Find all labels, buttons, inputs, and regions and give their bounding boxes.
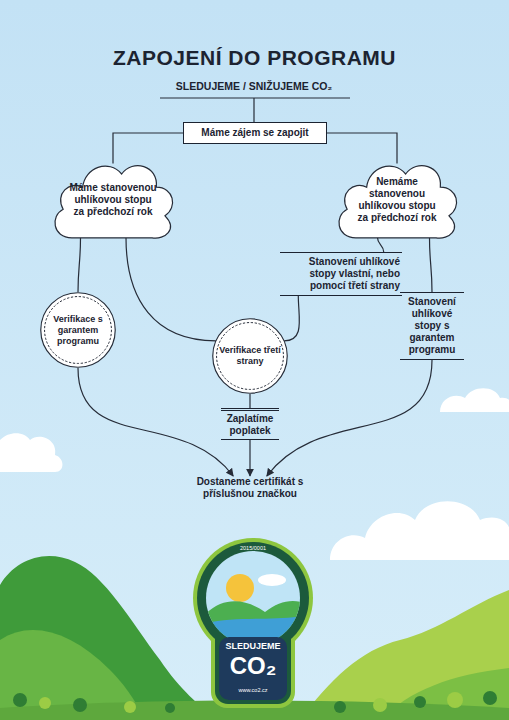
connector (249, 394, 250, 408)
hill (0, 556, 215, 720)
tree (334, 701, 346, 713)
connector (327, 133, 397, 163)
tree (124, 701, 136, 713)
connector (267, 360, 432, 476)
condition-cloud: Nemáme stanovenou uhlíkovou stopu za pře… (332, 152, 462, 240)
verification-circle: Verifikace třetí strany (212, 318, 288, 394)
connector (249, 440, 250, 476)
title: ZAPOJENÍ DO PROGRAMU (0, 46, 509, 70)
connector (113, 133, 183, 163)
certificate-badge (193, 538, 313, 708)
node-text: Stanovení uhlíkové stopy vlastní, nebo p… (282, 256, 400, 292)
badge-number: 2015/0001 (223, 545, 283, 552)
verification-circle: Verifikace s garantem programu (40, 292, 116, 368)
tree (447, 692, 463, 708)
payment-step: Zaplatíme poplatek (221, 408, 279, 440)
tree (373, 698, 387, 712)
tree (483, 691, 497, 705)
connector (126, 238, 216, 341)
circle-dashed (217, 323, 284, 390)
circle-dashed (45, 297, 112, 364)
circle-outline (213, 319, 287, 393)
leader-line (253, 98, 254, 122)
connector (78, 238, 81, 292)
clouds (0, 388, 509, 560)
condition-cloud: Máme stanovenou uhlíkovou stopu za předc… (48, 152, 178, 240)
tree (13, 693, 27, 707)
node-text: Zaplatíme poplatek (221, 413, 279, 437)
node-text: Verifikace třetí strany (219, 345, 281, 367)
cloud (330, 501, 509, 560)
tree (73, 698, 87, 712)
node-text: Máme stanovenou uhlíkovou stopu za předc… (68, 182, 158, 218)
badge-url: www.co2.cz (213, 687, 293, 694)
connector (284, 296, 299, 341)
node-text: Máme zájem se zapojit (201, 127, 308, 139)
cloud-outline (339, 166, 457, 238)
node-text: Nemáme stanovenou uhlíkovou stopu za pře… (352, 176, 442, 224)
step-text: Stanovení uhlíkové stopy s garantem prog… (400, 292, 464, 360)
start-box: Máme zájem se zapojit (183, 122, 327, 144)
tree (39, 697, 51, 709)
cloud (0, 433, 63, 472)
node-text: Verifikace s garantem programu (47, 314, 109, 347)
connector (378, 238, 384, 252)
node-text: Dostaneme certifikát s příslušnou značko… (180, 476, 320, 500)
result-text: Dostaneme certifikát s příslušnou značko… (180, 476, 320, 500)
hill (300, 590, 509, 720)
badge-co2: CO₂ (213, 651, 293, 680)
cloud-outline (55, 166, 173, 238)
connector (78, 368, 233, 476)
node-text: Stanovení uhlíkové stopy s garantem prog… (401, 296, 463, 356)
subtitle: SLEDUJEME / SNIŽUJEME CO₂ (104, 80, 404, 93)
badge-sun (226, 574, 254, 602)
subtitle-rule (160, 97, 350, 98)
tree (414, 696, 426, 708)
tree (165, 703, 175, 713)
circle-outline (41, 293, 115, 367)
badge-cloud (258, 574, 286, 586)
badge-heading: SLEDUJEME (213, 641, 293, 652)
step-text: Stanovení uhlíkové stopy vlastní, nebo p… (280, 252, 402, 296)
cloud (440, 388, 509, 412)
connector (430, 238, 433, 292)
